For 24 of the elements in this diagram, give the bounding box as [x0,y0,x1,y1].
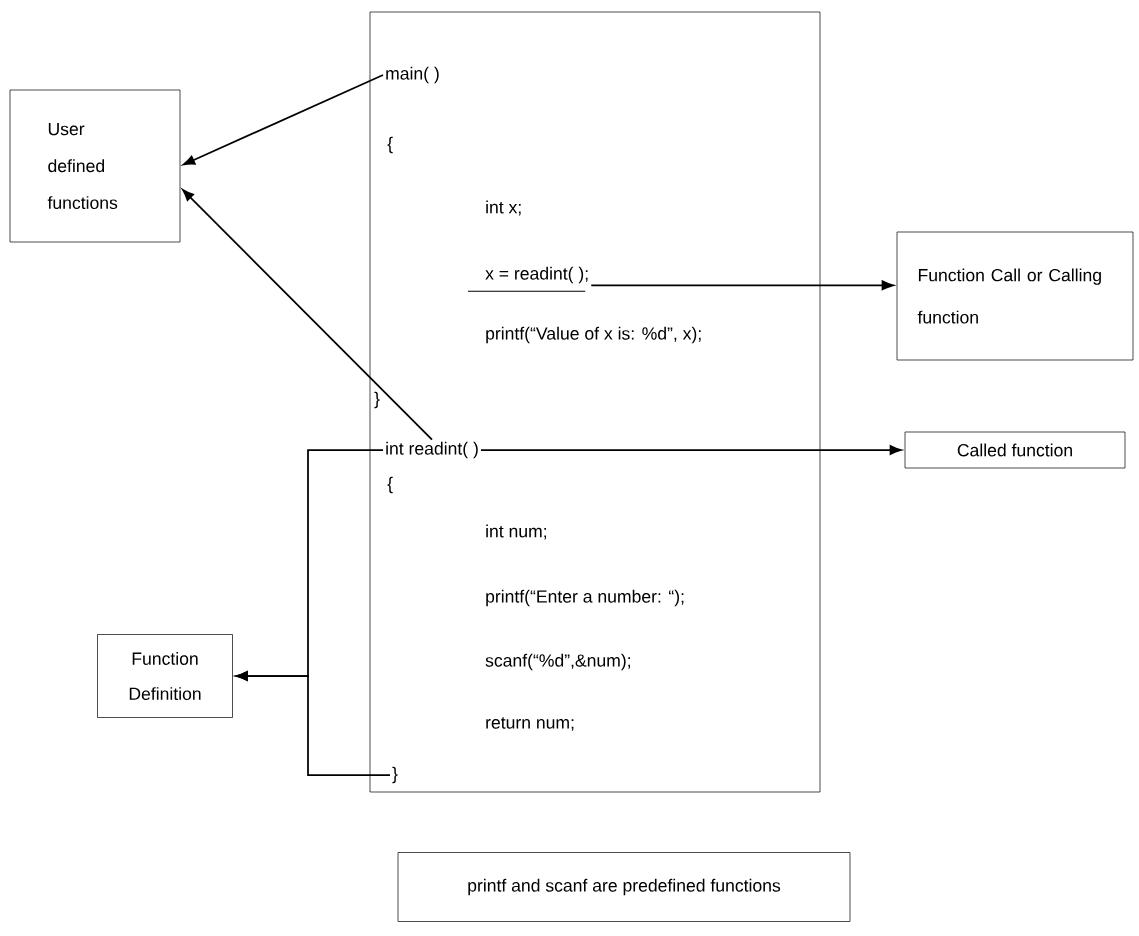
code-line: { [387,136,393,154]
bracket-arrow [235,671,391,776]
code-box [369,11,821,793]
code-line: return num; [486,717,574,731]
arrow [480,445,902,455]
arrow [182,189,433,441]
code-line: { [387,476,393,494]
arrow [182,74,384,166]
arrow [590,280,894,291]
code-line: } [374,391,380,409]
label-box: User defined functions [9,89,181,243]
code-line: int readint( ) [386,441,478,459]
code-line: printf(“Value of x is: %d”, x); [486,326,701,344]
code-line: x = readint( ); [467,266,588,292]
code-line: printf(“Enter a number: “); [486,589,684,607]
note-box: printf and scanf are predefined functions [397,852,851,922]
code-line: int num; [486,524,547,540]
label-box: Function Call or Calling function [896,231,1134,361]
code-line: } [392,766,398,784]
code-line: scanf(“%d”,&num); [485,653,630,671]
code-line: main( ) [386,66,439,84]
label-box: Function Definition [97,634,233,718]
code-line: int x; [486,200,521,216]
label-box: Called function [904,431,1126,469]
